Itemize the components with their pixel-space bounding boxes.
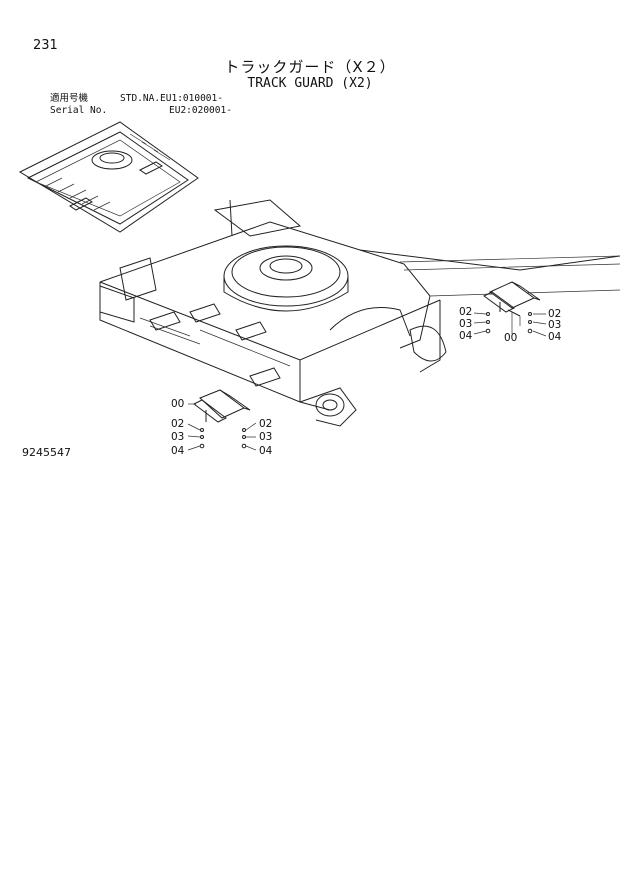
callout-left-03-right: 03 [259, 431, 273, 443]
callout-right-03-right: 03 [548, 319, 562, 331]
serial-label-en: Serial No. [50, 105, 108, 116]
serial-eu1: EU1:010001- [160, 93, 223, 104]
title-japanese: トラックガード（X２） [224, 58, 396, 76]
serial-label-jp: 適用号機 [50, 93, 89, 104]
callout-right-04-right: 04 [548, 331, 562, 343]
serial-eu2: EU2:020001- [169, 105, 232, 116]
callout-left-02-right: 02 [259, 418, 273, 430]
figure-id: 9245547 [22, 446, 71, 459]
swing-bearing [223, 245, 349, 312]
callout-left-04-right: 04 [259, 445, 273, 457]
title-english: TRACK GUARD (X2) [247, 76, 373, 91]
track-frame-inset [18, 121, 199, 233]
serial-applicability: 適用号機 STD.NA. EU1:010001- Serial No. EU2:… [50, 93, 232, 117]
callout-right-02-right: 02 [548, 308, 562, 320]
page-number: 231 [33, 38, 58, 53]
callout-right-00-guard: 00 [504, 332, 518, 344]
callout-left-00-guard: 00 [171, 398, 185, 410]
callout-left-03-left: 03 [171, 431, 185, 443]
callout-right-03-left: 03 [459, 318, 473, 330]
lower-frame [99, 199, 620, 427]
track-guard-right [483, 281, 541, 334]
callout-right-04-left: 04 [459, 330, 473, 342]
serial-std-prefix: STD.NA. [120, 93, 161, 104]
callout-right-02-left: 02 [459, 306, 473, 318]
leader-lines [187, 312, 547, 451]
callout-left-02-left: 02 [171, 418, 185, 430]
callout-left-04-left: 04 [171, 445, 185, 457]
track-guard-left [193, 389, 251, 449]
